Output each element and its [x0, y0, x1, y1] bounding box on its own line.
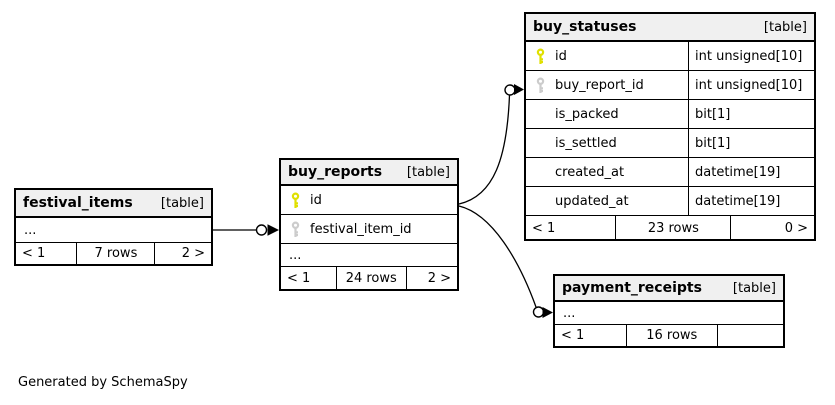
table-header: buy_reports [table] — [281, 160, 457, 185]
arrowhead-icon — [514, 84, 524, 95]
column-type: datetime[19] — [688, 187, 814, 215]
parents-indicator: < 1 — [532, 220, 556, 236]
column-name: id — [310, 192, 322, 208]
table-header: payment_receipts [table] — [555, 276, 783, 301]
row-count: 24 rows — [335, 267, 406, 290]
table-header: buy_statuses [table] — [526, 14, 814, 41]
table-row: buy_report_id int unsigned[10] — [526, 70, 814, 99]
arrowhead-icon — [542, 307, 553, 318]
column-name: updated_at — [555, 193, 629, 209]
primary-key-icon — [534, 47, 547, 65]
generated-by-note: Generated by SchemaSpy — [18, 375, 188, 390]
children-indicator: 0 > — [730, 216, 814, 240]
table-type-badge: [table] — [160, 195, 204, 211]
hidden-columns-ellipsis: ... — [555, 301, 783, 324]
table-node-festival-items[interactable]: festival_items [table] ... < 1 7 rows 2 … — [14, 188, 213, 266]
table-header: festival_items [table] — [16, 190, 211, 217]
arrowhead-icon — [267, 224, 279, 236]
table-stats-footer: < 1 23 rows 0 > — [526, 215, 814, 240]
children-indicator: 2 > — [405, 267, 457, 290]
table-row: festival_item_id — [281, 214, 457, 243]
table-row: is_settled bit[1] — [526, 128, 814, 157]
zero-or-one-circle-icon — [504, 84, 516, 96]
table-row: is_packed bit[1] — [526, 99, 814, 128]
table-type-badge: [table] — [406, 164, 450, 180]
table-stats-footer: < 1 24 rows 2 > — [281, 266, 457, 290]
zero-or-one-circle-icon — [532, 306, 545, 318]
column-name: is_settled — [555, 135, 617, 151]
table-name[interactable]: festival_items — [23, 195, 133, 211]
table-name[interactable]: payment_receipts — [562, 280, 702, 296]
row-count: 7 rows — [76, 243, 154, 264]
column-type: datetime[19] — [688, 158, 814, 186]
table-row: created_at datetime[19] — [526, 157, 814, 186]
hidden-columns-ellipsis: ... — [16, 217, 211, 242]
parents-indicator: < 1 — [287, 271, 311, 286]
parents-indicator: < 1 — [22, 246, 46, 261]
table-node-buy-reports[interactable]: buy_reports [table] id festival_item_id … — [279, 158, 459, 291]
relation-buy-reports-to-buy-statuses — [458, 84, 524, 205]
table-row: id — [281, 185, 457, 214]
table-name[interactable]: buy_reports — [288, 164, 383, 180]
children-indicator — [716, 325, 783, 346]
parents-indicator: < 1 — [561, 328, 585, 343]
column-type: int unsigned[10] — [688, 42, 814, 70]
column-name: created_at — [555, 164, 625, 180]
table-stats-footer: < 1 16 rows — [555, 324, 783, 346]
table-type-badge: [table] — [763, 19, 807, 35]
table-row: updated_at datetime[19] — [526, 186, 814, 215]
table-name[interactable]: buy_statuses — [533, 19, 637, 35]
table-stats-footer: < 1 7 rows 2 > — [16, 242, 211, 264]
relation-festival-items-to-buy-reports — [213, 224, 279, 236]
column-type: bit[1] — [688, 100, 814, 128]
row-count: 16 rows — [625, 325, 717, 346]
table-row: id int unsigned[10] — [526, 41, 814, 70]
column-name: buy_report_id — [555, 77, 644, 93]
table-node-payment-receipts[interactable]: payment_receipts [table] ... < 1 16 rows — [553, 274, 785, 348]
foreign-key-icon — [534, 76, 547, 94]
table-node-buy-statuses[interactable]: buy_statuses [table] id int unsigned[10]… — [524, 12, 816, 241]
column-type: int unsigned[10] — [688, 71, 814, 99]
zero-or-one-circle-icon — [255, 224, 268, 236]
column-type: bit[1] — [688, 129, 814, 157]
foreign-key-icon — [289, 220, 302, 238]
primary-key-icon — [289, 191, 302, 209]
column-name: id — [555, 48, 567, 64]
row-count: 23 rows — [615, 216, 730, 240]
column-name: is_packed — [555, 106, 619, 122]
hidden-columns-ellipsis: ... — [281, 243, 457, 266]
column-name: festival_item_id — [310, 221, 412, 237]
table-type-badge: [table] — [732, 280, 776, 296]
children-indicator: 2 > — [154, 243, 211, 264]
